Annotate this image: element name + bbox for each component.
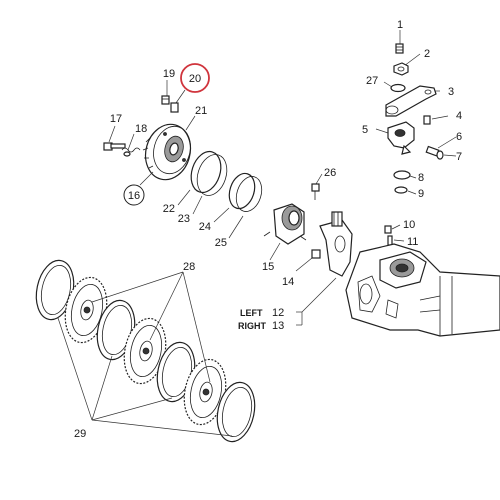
callout-15: 15 (262, 261, 274, 273)
axle-housing (345, 243, 500, 337)
part-20-fitting[interactable] (170, 89, 186, 113)
callout-23: 23 (178, 213, 190, 225)
callout-3: 3 (448, 86, 454, 98)
callout-13: 13 (272, 320, 284, 332)
callout-25: 25 (215, 237, 227, 249)
callout-21: 21 (195, 105, 207, 117)
part-17-bolt[interactable] (103, 125, 126, 151)
callout-9: 9 (418, 188, 424, 200)
clutch-plate-steel-1[interactable] (31, 257, 79, 323)
label-left: LEFT (240, 308, 263, 318)
part-9-ring[interactable] (394, 186, 417, 195)
callout-16: 16 (128, 190, 140, 202)
callout-18: 18 (135, 123, 147, 135)
callout-1: 1 (397, 19, 403, 31)
callout-10: 10 (403, 219, 415, 231)
part-8-ring[interactable] (393, 170, 417, 180)
callout-12: 12 (272, 307, 284, 319)
callout-24: 24 (199, 221, 211, 233)
part-12-13-shift-lever[interactable] (296, 211, 353, 326)
part-18-spring[interactable] (121, 133, 141, 157)
callout-6: 6 (456, 131, 462, 143)
part-19-screw[interactable] (161, 80, 170, 105)
part-14-bolt[interactable] (295, 249, 321, 272)
part-10-screw[interactable] (384, 224, 401, 234)
clutch-plate-friction-3[interactable] (179, 356, 232, 429)
part-24-seal[interactable] (213, 170, 259, 223)
callout-26: 26 (324, 167, 336, 179)
part-3-lever[interactable] (385, 85, 440, 117)
part-27-ring[interactable] (383, 81, 406, 93)
callout-22: 22 (163, 203, 175, 215)
part-22-seal[interactable] (177, 148, 226, 206)
callout-28-leaders (91, 271, 211, 383)
part-2-nut[interactable] (393, 53, 421, 76)
callout-8: 8 (418, 172, 424, 184)
callout-17: 17 (110, 113, 122, 125)
part-16-assembly[interactable] (123, 171, 154, 206)
callout-28: 28 (183, 261, 195, 273)
callout-27: 27 (366, 75, 378, 87)
part-21-piston-housing[interactable] (140, 115, 197, 185)
label-right: RIGHT (238, 321, 267, 331)
callout-29-leaders (57, 317, 233, 437)
callout-4: 4 (456, 110, 462, 122)
callout-20: 20 (189, 73, 201, 85)
part-5-bracket[interactable] (375, 121, 415, 155)
clutch-plate-steel-4[interactable] (212, 379, 260, 445)
part-25-seal[interactable] (228, 173, 266, 239)
clutch-plate-friction-1[interactable] (60, 274, 113, 347)
part-15-coupler[interactable] (263, 203, 307, 261)
callout-11: 11 (407, 236, 418, 248)
callout-14: 14 (282, 276, 294, 288)
part-11-pin[interactable] (387, 235, 405, 246)
part-7-washer[interactable] (436, 150, 457, 160)
callout-2: 2 (424, 48, 430, 60)
callout-19: 19 (163, 68, 175, 80)
part-23-seal[interactable] (192, 151, 232, 215)
part-1-screw[interactable] (395, 30, 404, 54)
callout-7: 7 (456, 151, 462, 163)
part-26-bolt[interactable] (311, 173, 323, 200)
highlight-circle (180, 63, 210, 93)
callout-29: 29 (74, 428, 86, 440)
callout-5: 5 (362, 124, 368, 136)
part-4-pin[interactable] (423, 115, 449, 125)
